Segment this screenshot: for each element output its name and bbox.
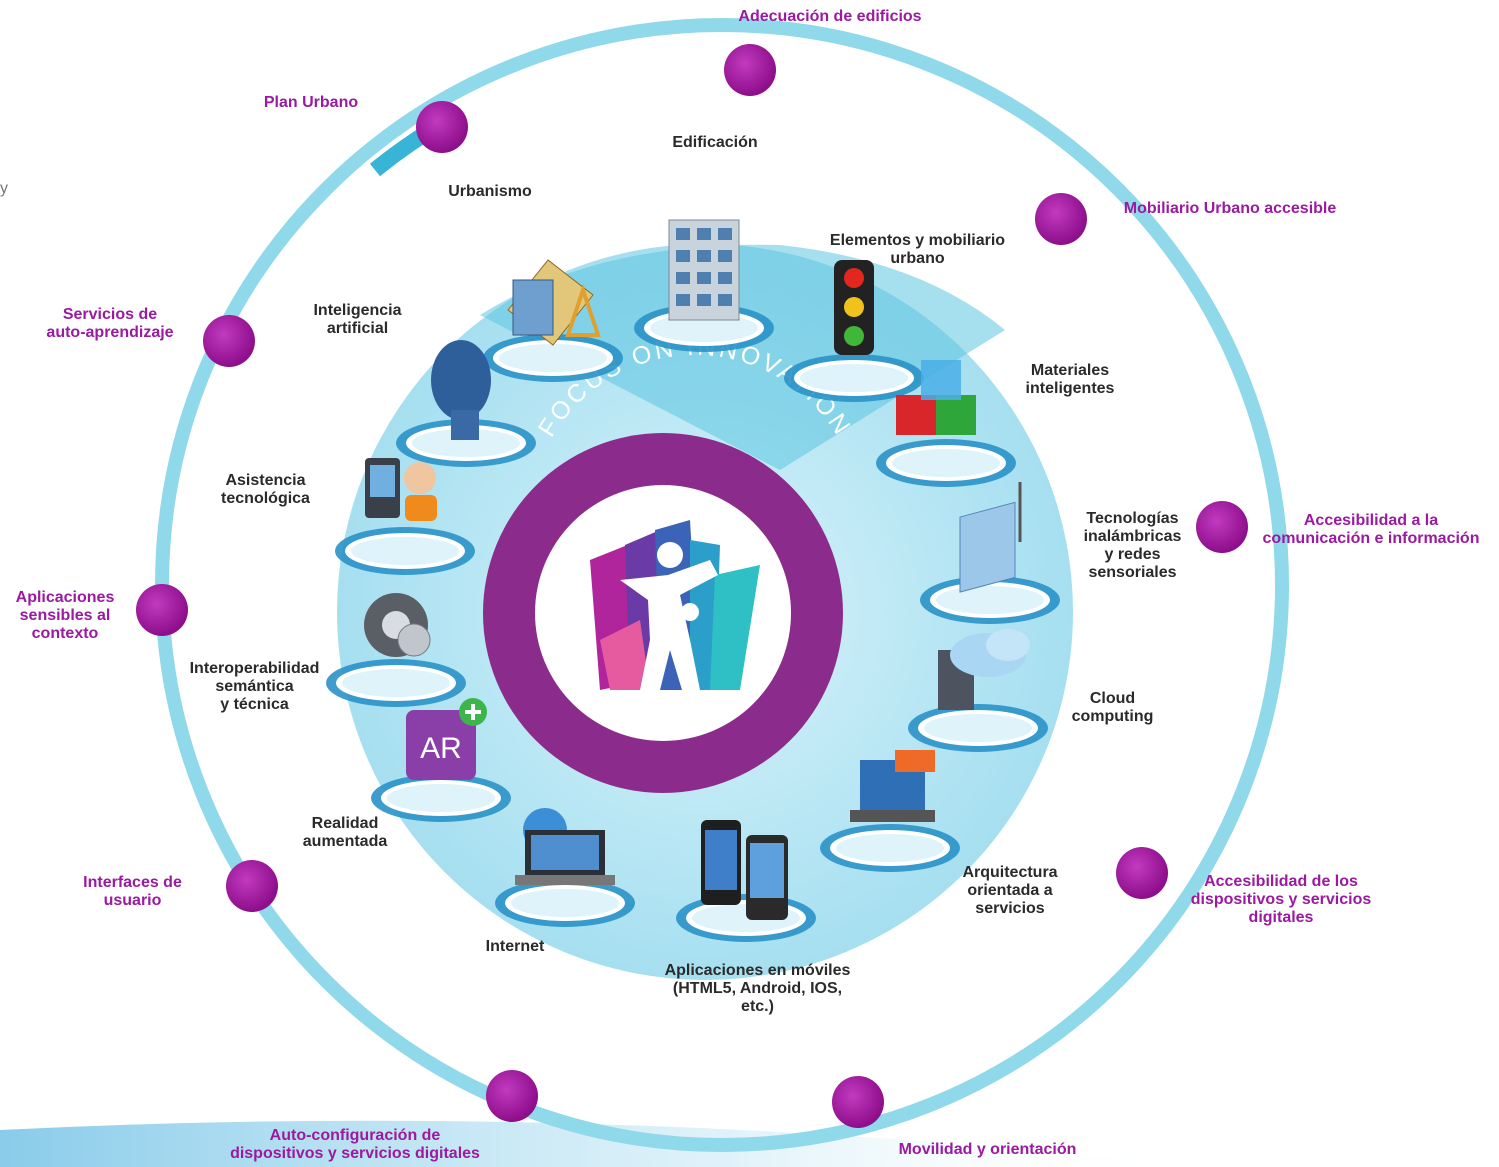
inner-label-ia: Inteligencia artificial (313, 302, 402, 337)
inner-label-ar: Realidad aumentada (302, 815, 388, 850)
outer-node-accesibilidad-comunicacion (1196, 501, 1248, 553)
outer-label-sensibles-contexto: Aplicaciones sensibles al contexto (15, 589, 115, 642)
urban-plan-icon (483, 259, 623, 382)
globe-laptop-icon (495, 808, 635, 927)
inner-label-cloud: Cloud computing (1071, 690, 1154, 725)
ai-head-icon (396, 340, 536, 467)
inner-label-moviles: Aplicaciones en móviles (HTML5, Android,… (664, 962, 851, 1015)
router-icon (920, 482, 1060, 624)
ar-icon: AR (371, 698, 511, 822)
traffic-light-icon (784, 260, 924, 402)
gears-icon (326, 593, 466, 707)
outer-label-movilidad: Movilidad y orientación (898, 1141, 1077, 1158)
outer-label-auto-configuracion: Auto-configuración de dispositivos y ser… (230, 1127, 480, 1162)
smartphones-icon (676, 820, 816, 942)
inner-label-soa: Arquitectura orientada a servicios (962, 864, 1058, 917)
outer-nodes (136, 44, 1248, 1128)
inner-icons: AR (326, 219, 1060, 942)
outer-node-auto-configuracion (486, 1070, 538, 1122)
inner-label-internet: Internet (485, 938, 545, 955)
outer-node-plan-urbano (416, 101, 468, 153)
outer-label-accesibilidad-comunicacion: Accesibilidad a la comunicación e inform… (1262, 512, 1480, 547)
building-icon (634, 219, 774, 352)
outer-label-accesibilidad-dispositivos: Accesibilidad de los dispositivos y serv… (1190, 873, 1372, 926)
outer-node-auto-aprendizaje (203, 315, 255, 367)
outer-node-interfaces (226, 860, 278, 912)
outer-label-mobiliario: Mobiliario Urbano accesible (1123, 200, 1337, 217)
cloud-server-icon (908, 629, 1048, 752)
soa-laptop-icon (820, 750, 960, 872)
inner-label-materiales: Materiales inteligentes (1025, 362, 1115, 397)
accessibility-logo (590, 520, 760, 690)
inner-label-interoperabilidad: Interoperabilidad semántica y técnica (189, 660, 320, 713)
inner-label-inalambricas: Tecnologías inalámbricas y redes sensori… (1083, 510, 1182, 581)
outer-node-movilidad (832, 1076, 884, 1128)
inner-label-mobiliario-urbano: Elementos y mobiliario urbano (829, 232, 1006, 267)
outer-node-adecuacion (724, 44, 776, 96)
inner-label-urbanismo: Urbanismo (448, 183, 532, 200)
stray-text: y (0, 180, 8, 197)
svg-text:AR: AR (420, 732, 462, 765)
cubes-icon (876, 360, 1016, 487)
assistant-device-icon (335, 458, 475, 575)
outer-label-plan-urbano: Plan Urbano (263, 94, 359, 111)
inner-label-asistencia: Asistencia tecnológica (221, 472, 310, 507)
outer-node-sensibles-contexto (136, 584, 188, 636)
outer-node-accesibilidad-dispositivos (1116, 847, 1168, 899)
outer-label-adecuacion: Adecuación de edificios (738, 8, 922, 25)
bottom-wave (0, 1120, 1200, 1167)
outer-node-mobiliario (1035, 193, 1087, 245)
outer-label-interfaces: Interfaces de usuario (83, 874, 182, 909)
outer-label-auto-aprendizaje: Servicios de auto-aprendizaje (46, 306, 174, 341)
inner-label-edificacion: Edificación (672, 134, 758, 151)
